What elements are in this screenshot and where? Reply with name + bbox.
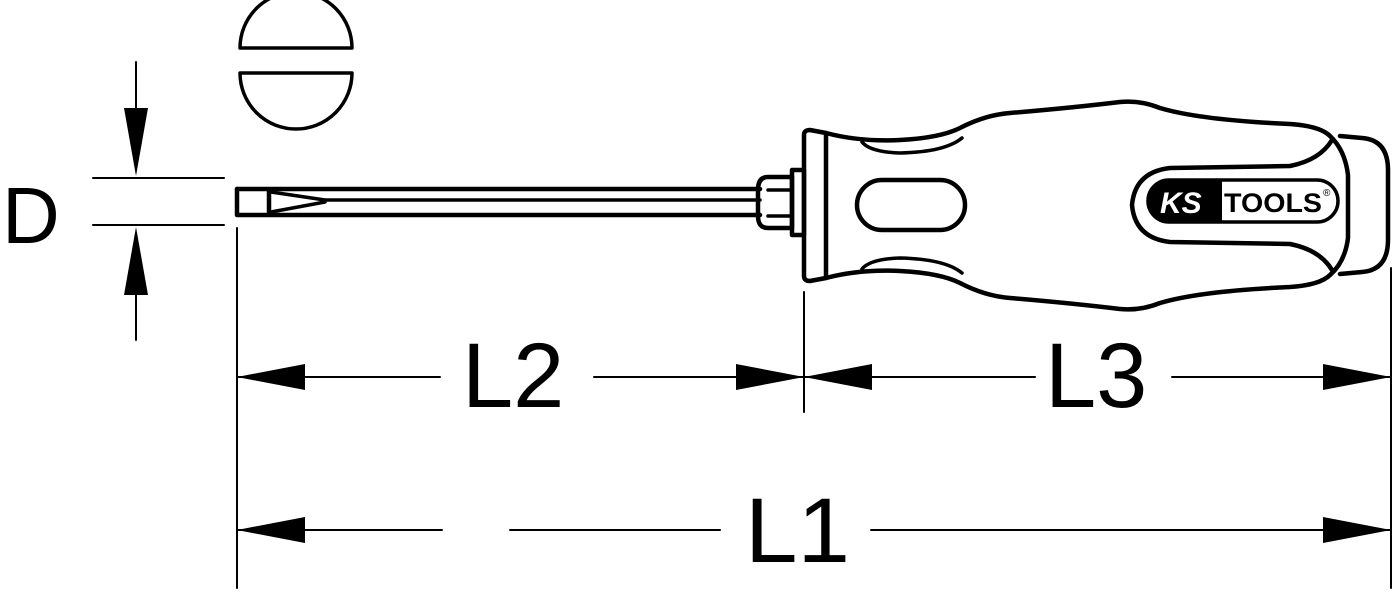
slotted-tip-icon xyxy=(238,0,354,131)
arrow-left-icon xyxy=(804,364,872,390)
arrow-left-icon xyxy=(237,364,305,390)
logo-registered-mark: ® xyxy=(1323,188,1331,199)
logo-ks-text: KS xyxy=(1160,187,1202,220)
arrow-right-icon xyxy=(1323,517,1391,543)
arrow-right-icon xyxy=(1323,364,1391,390)
blade-length-dimension: L2 xyxy=(236,325,805,427)
handle-length-dimension: L3 xyxy=(803,325,1392,427)
screwdriver-handle xyxy=(801,99,1391,312)
diameter-label: D xyxy=(2,171,60,260)
arrow-down-icon xyxy=(124,108,148,176)
arrow-left-icon xyxy=(237,517,305,543)
arrow-right-icon xyxy=(736,364,804,390)
overall-length-dimension: L1 xyxy=(236,480,1392,582)
logo-tools-text: TOOLS xyxy=(1224,188,1322,218)
ks-tools-logo: KS TOOLS ® xyxy=(1146,178,1340,224)
diameter-dimension: D xyxy=(2,61,225,341)
screwdriver-blade xyxy=(234,167,807,238)
blade-length-label: L2 xyxy=(462,325,564,427)
handle-length-label: L3 xyxy=(1045,325,1147,427)
overall-length-label: L1 xyxy=(745,480,850,582)
extension-lines xyxy=(236,227,1392,589)
arrow-up-icon xyxy=(124,227,148,295)
